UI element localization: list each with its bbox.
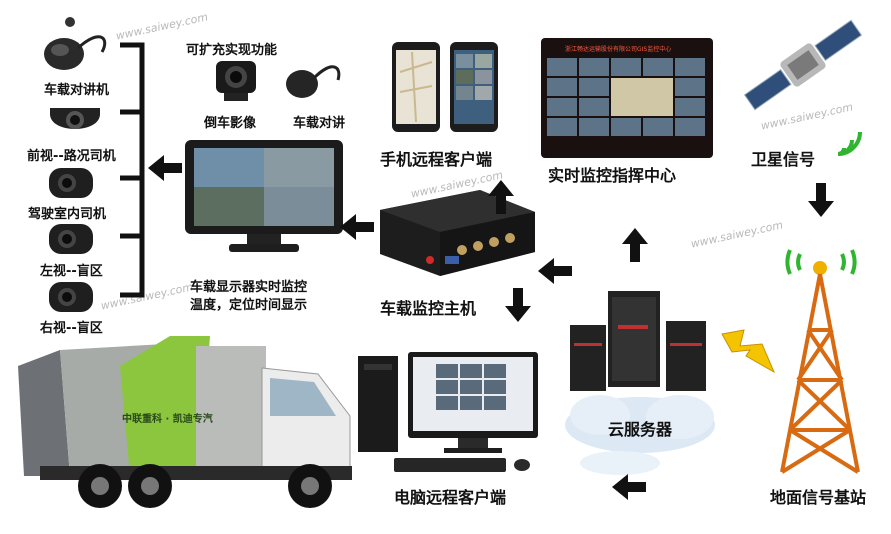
signal-tower-icon [780, 249, 860, 474]
arrow-left-icon [148, 155, 182, 181]
tower-label: 地面信号基站 [770, 488, 867, 507]
cloud-label: 云服务器 [608, 420, 673, 439]
arrow-down-icon [808, 183, 834, 217]
arrow-left-icon [612, 474, 646, 500]
arrow-left-icon [340, 214, 374, 240]
arrow-left-icon [538, 258, 572, 284]
cab-camera-label: 驾驶室内司机 [28, 207, 107, 222]
left-camera-label: 左视--盲区 [40, 264, 103, 279]
car-monitor-icon [185, 140, 343, 252]
garbage-truck-icon [18, 336, 352, 508]
cab-camera-icon [49, 168, 93, 198]
bracket-connector [120, 42, 145, 298]
satellite-label: 卫星信号 [751, 150, 816, 169]
center-label: 实时监控指挥中心 [548, 166, 677, 185]
left-camera-icon [49, 224, 93, 254]
intercom-small-label: 车载对讲 [293, 116, 346, 131]
pc-label: 电脑远程客户端 [394, 488, 507, 507]
intercom-device-icon [44, 17, 107, 70]
dome-camera-icon [50, 108, 100, 129]
lightning-icon [721, 329, 776, 374]
satellite-icon [743, 19, 863, 111]
video-wall-title: 浙江畅达运输股份有限公司GIS监控中心 [565, 46, 672, 53]
intercom-small-icon [286, 65, 341, 98]
arrow-down-icon [505, 288, 531, 322]
smartphone-icon [392, 42, 498, 132]
monitor-caption-line2: 温度，定位时间显示 [190, 298, 308, 313]
intercom-label: 车载对讲机 [44, 83, 110, 98]
arrow-up-icon [622, 228, 648, 262]
dvr-host-icon [380, 190, 535, 276]
desktop-pc-icon [358, 352, 538, 472]
truck-brand-text: 中联重科 · 凯迪专汽 [122, 414, 213, 425]
right-camera-label: 右视--盲区 [40, 321, 103, 336]
signal-wave-icon [837, 131, 862, 156]
host-label: 车载监控主机 [380, 299, 477, 318]
video-wall: 浙江畅达运输股份有限公司GIS监控中心 [541, 38, 713, 158]
watermark: www.saiwey.com [114, 10, 210, 43]
cloud-server-icon [565, 291, 715, 475]
reverse-camera-icon [216, 61, 256, 101]
front-camera-label: 前视--路况司机 [27, 149, 116, 164]
expandable-title: 可扩充实现功能 [186, 43, 278, 58]
monitor-caption-line1: 车载显示器实时监控 [190, 280, 308, 295]
right-camera-icon [49, 282, 93, 312]
reverse-camera-label: 倒车影像 [204, 116, 257, 131]
video-wall-grid [547, 58, 705, 136]
arrow-up-icon [488, 180, 514, 214]
phone-label: 手机远程客户端 [380, 150, 493, 169]
